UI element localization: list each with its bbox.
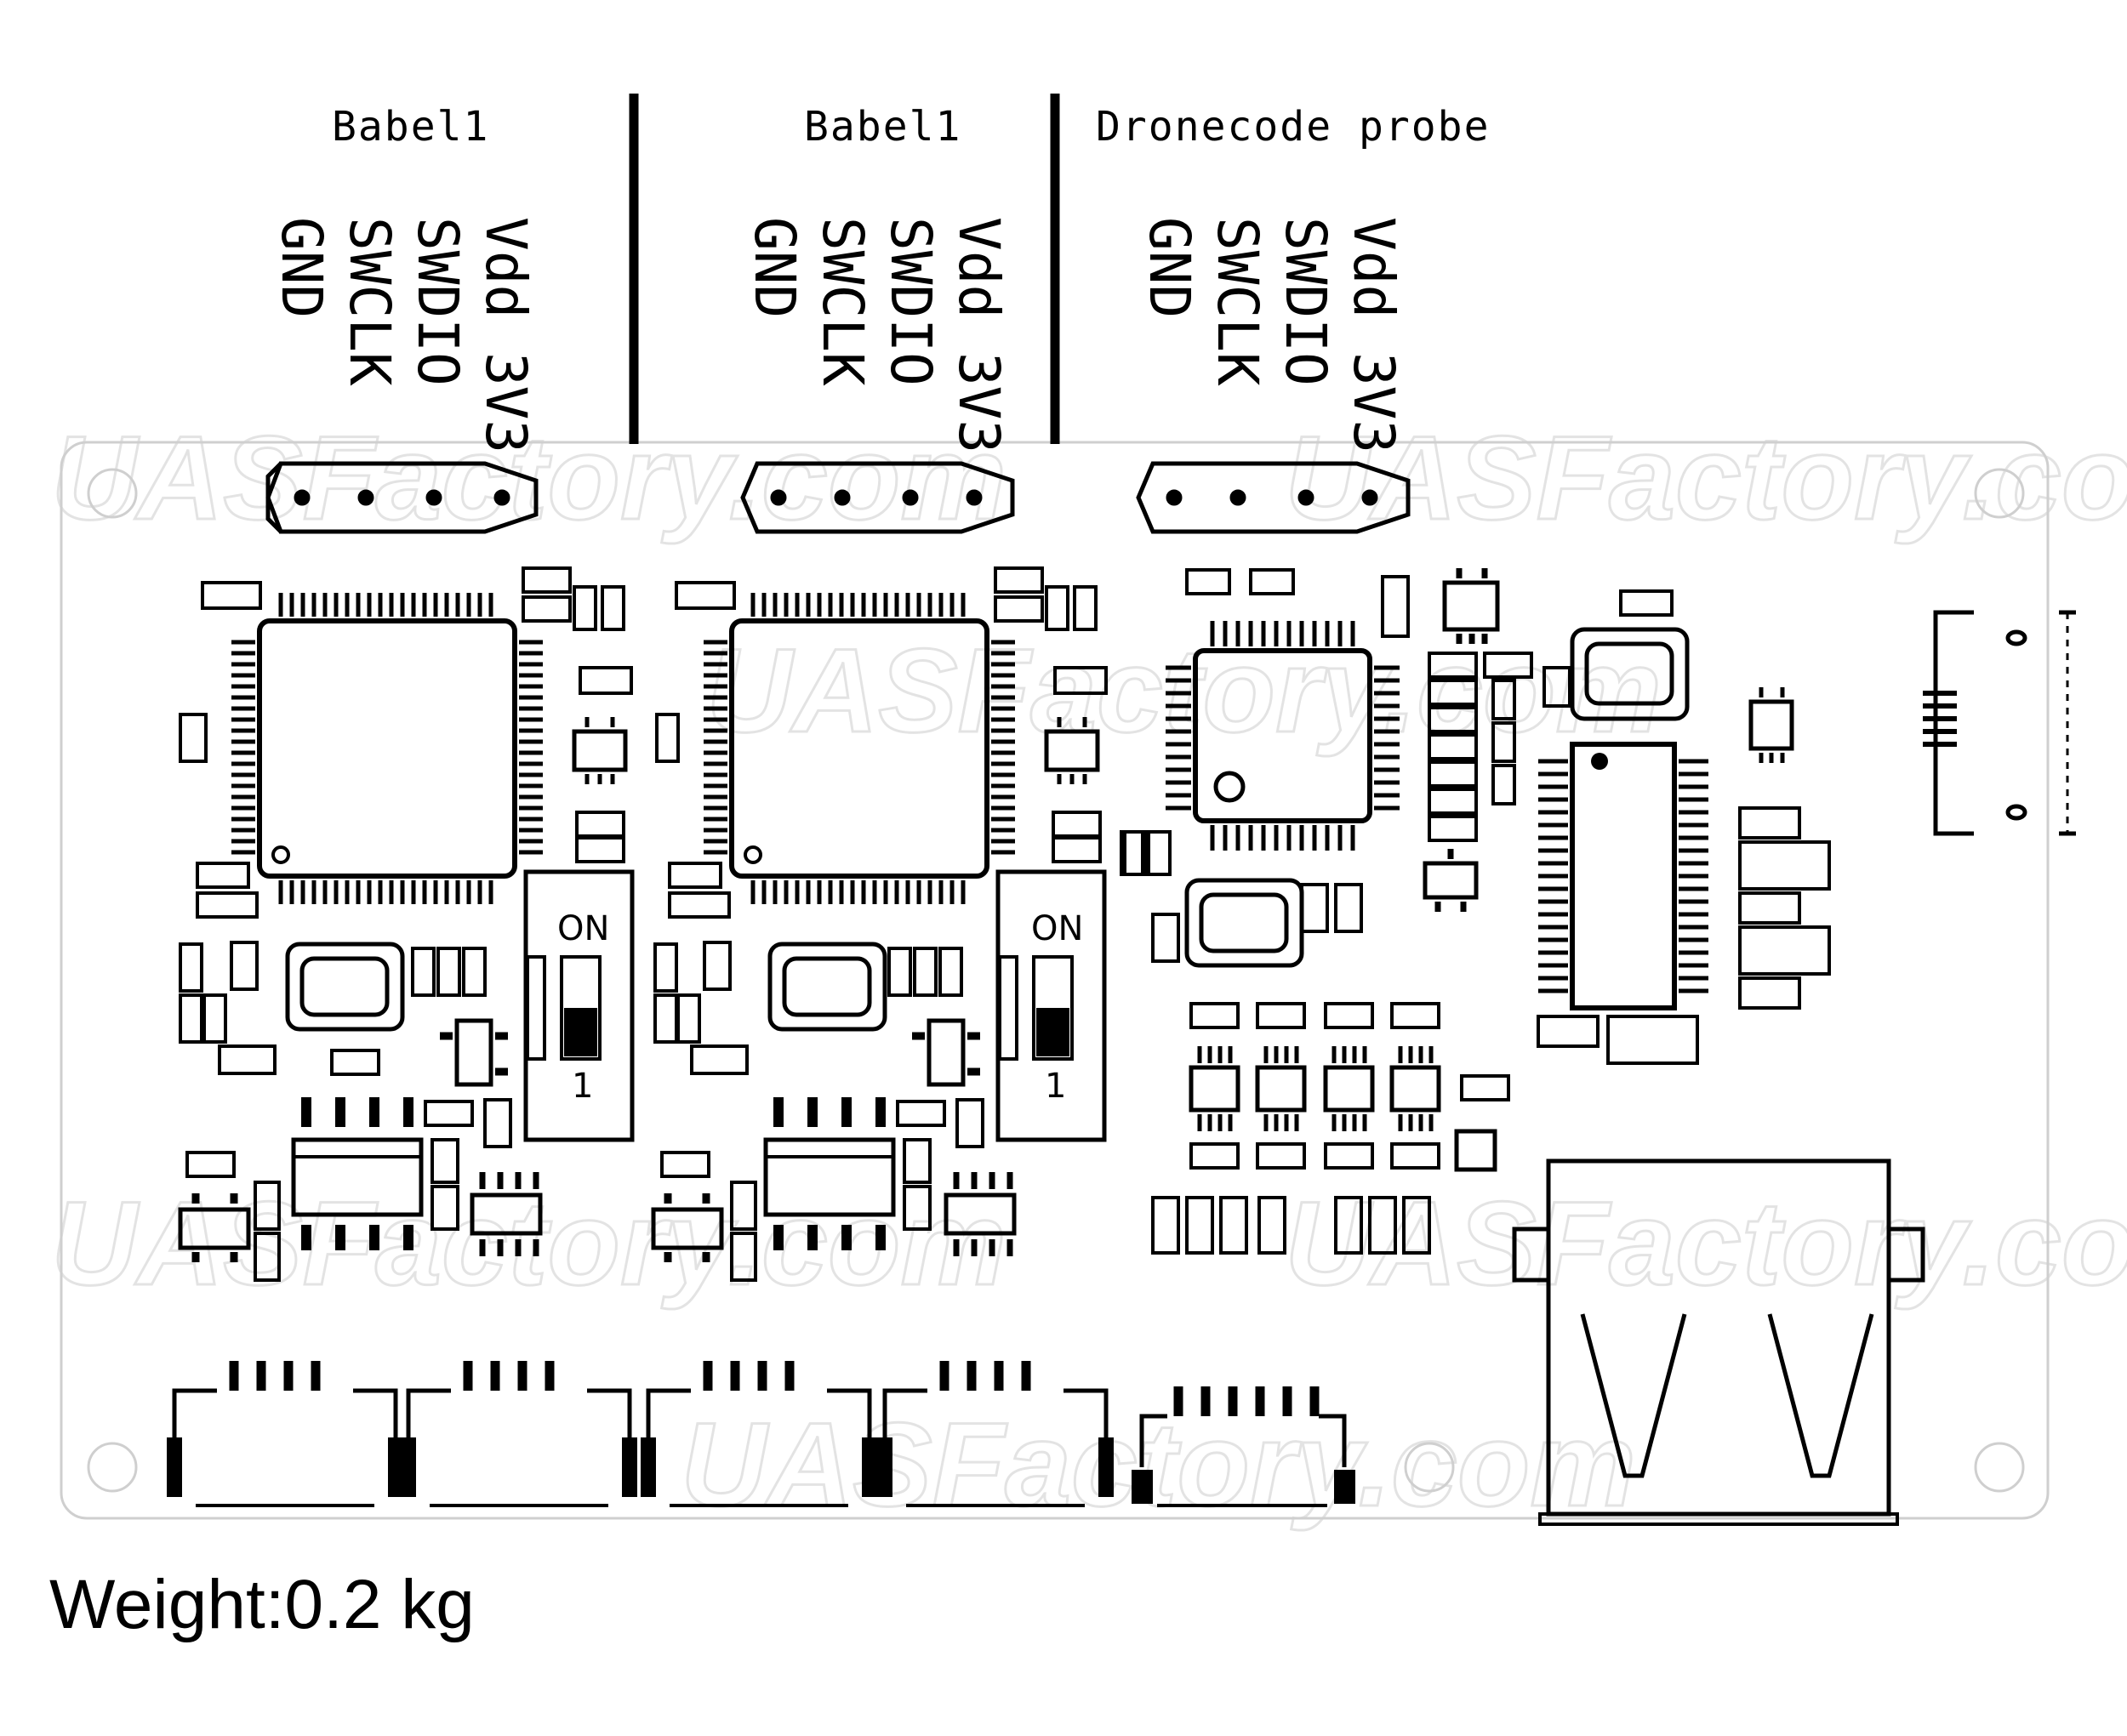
pin-label-swclk: SWCLK bbox=[1205, 217, 1270, 386]
usb-a-connector bbox=[1512, 1158, 1925, 1526]
pin-label-swclk: SWCLK bbox=[810, 217, 875, 386]
watermark-text: UASFactory.com bbox=[681, 1397, 1636, 1531]
dip-switch-2[interactable]: ON 1 bbox=[995, 869, 1107, 1142]
pin-label-swclk: SWCLK bbox=[337, 217, 402, 386]
watermarks: UASFactory.com UASFactory.com UASFactory… bbox=[50, 410, 2127, 1533]
pin-label-swdio: SWDIO bbox=[405, 217, 470, 386]
dip-switch-number-label: 1 bbox=[572, 1067, 593, 1106]
jst-connectors bbox=[167, 1361, 1355, 1507]
pin-label-swdio: SWDIO bbox=[878, 217, 944, 386]
pin-header-2 bbox=[740, 461, 1015, 534]
pin-label-gnd: GND bbox=[1137, 217, 1202, 318]
header-title-1: Babel1 bbox=[332, 103, 489, 151]
dip-switch-1[interactable]: ON 1 bbox=[523, 869, 635, 1142]
dip-switch-on-label: ON bbox=[557, 909, 609, 948]
header-1-pin-labels: Vdd 3V3 SWDIO SWCLK GND bbox=[269, 217, 539, 453]
micro-usb-connector bbox=[1923, 610, 2076, 836]
mcu-chip-1 bbox=[231, 593, 543, 904]
watermark-text: UASFactory.com bbox=[1285, 411, 2127, 544]
pin-label-gnd: GND bbox=[269, 217, 334, 318]
weight-label: Weight:0.2 kg bbox=[49, 1566, 475, 1643]
usb-serial-ic bbox=[1538, 742, 1708, 1010]
header-3-pin-labels: Vdd 3V3 SWDIO SWCLK GND bbox=[1137, 217, 1406, 453]
mcu-chip-2 bbox=[704, 593, 1015, 904]
smd-passives bbox=[179, 566, 1831, 1282]
pin-label-vdd: Vdd 3V3 bbox=[473, 217, 539, 453]
watermark-text: UASFactory.com bbox=[706, 623, 1662, 757]
mcu-chip-3 bbox=[1166, 621, 1400, 851]
pin-header-1 bbox=[265, 461, 539, 534]
soic-chips bbox=[178, 1097, 1017, 1262]
pin-label-vdd: Vdd 3V3 bbox=[1341, 217, 1406, 453]
pin-label-swdio: SWDIO bbox=[1273, 217, 1338, 386]
header-2-pin-labels: Vdd 3V3 SWDIO SWCLK GND bbox=[742, 217, 1012, 453]
header-title-3: Dronecode probe bbox=[1096, 103, 1490, 151]
pin-label-vdd: Vdd 3V3 bbox=[946, 217, 1012, 453]
pin-label-gnd: GND bbox=[742, 217, 807, 318]
header-title-2: Babel1 bbox=[804, 103, 961, 151]
mounting-holes bbox=[87, 468, 2025, 1493]
dip-switch-on-label: ON bbox=[1031, 909, 1083, 948]
pin-header-3 bbox=[1136, 461, 1411, 534]
sot-transistors bbox=[440, 568, 1794, 1087]
dip-switch-number-label: 1 bbox=[1045, 1067, 1066, 1106]
led-arrays bbox=[1189, 1046, 1497, 1172]
